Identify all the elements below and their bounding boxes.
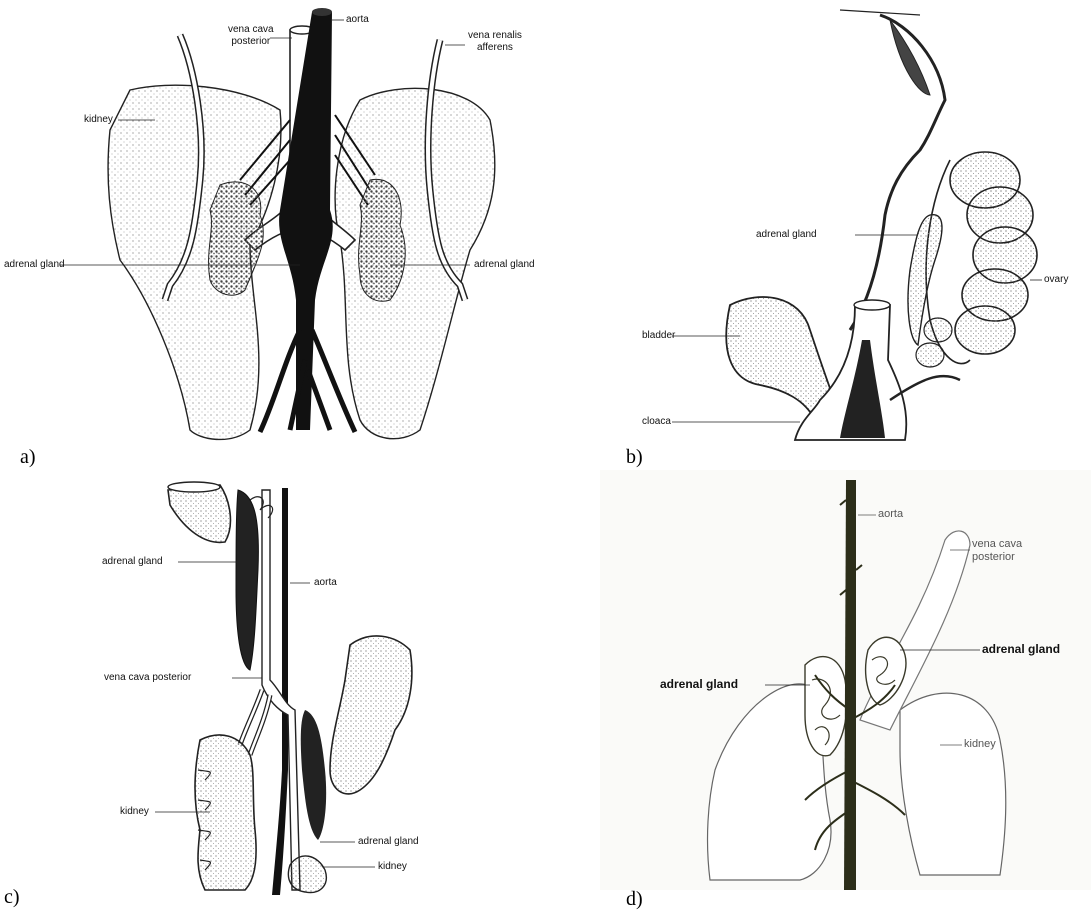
kidney-d-right bbox=[900, 693, 1006, 875]
left-adrenal bbox=[209, 182, 264, 295]
panel-b: adrenal gland ovary bladder cloaca b) bbox=[600, 0, 1091, 470]
label-a-adrenal-right: adrenal gland bbox=[474, 259, 535, 271]
label-c-aorta: aorta bbox=[314, 577, 337, 589]
panel-b-drawing bbox=[600, 0, 1091, 470]
kidney-c-bottom bbox=[288, 856, 326, 893]
panel-d-letter: d) bbox=[626, 888, 643, 911]
label-b-cloaca: cloaca bbox=[642, 416, 671, 428]
label-b-adrenal: adrenal gland bbox=[756, 229, 817, 241]
label-d-vena-cava: vena cava posterior bbox=[972, 538, 1022, 564]
panel-c-letter: c) bbox=[4, 886, 20, 909]
top-organ bbox=[168, 485, 230, 542]
label-c-adrenal-top: adrenal gland bbox=[102, 556, 163, 568]
label-d-adrenal-right: adrenal gland bbox=[982, 642, 1060, 656]
label-a-vena-cava: vena cava posterior bbox=[228, 24, 274, 48]
label-d-adrenal-left: adrenal gland bbox=[660, 677, 738, 691]
panel-c-drawing bbox=[0, 470, 560, 913]
label-c-kidney-bottom: kidney bbox=[378, 861, 407, 873]
label-a-adrenal-left: adrenal gland bbox=[4, 259, 65, 271]
label-d-kidney: kidney bbox=[964, 738, 996, 751]
label-b-bladder: bladder bbox=[642, 330, 675, 342]
panel-a-drawing bbox=[0, 0, 560, 470]
panel-d: aorta vena cava posterior adrenal gland … bbox=[600, 470, 1091, 913]
aorta-d bbox=[844, 480, 856, 890]
right-adrenal bbox=[359, 179, 406, 301]
adrenal-c-top bbox=[236, 490, 258, 670]
label-a-kidney: kidney bbox=[84, 114, 113, 126]
label-a-vena-renalis: vena renalis afferens bbox=[468, 30, 522, 54]
panel-b-letter: b) bbox=[626, 446, 643, 469]
panel-a: aorta vena cava posterior vena renalis a… bbox=[0, 0, 560, 470]
panel-a-letter: a) bbox=[20, 446, 36, 469]
label-b-ovary: ovary bbox=[1044, 274, 1068, 286]
label-d-aorta: aorta bbox=[878, 508, 903, 521]
label-a-aorta: aorta bbox=[346, 14, 369, 26]
oviduct bbox=[850, 15, 945, 330]
label-c-kidney-left: kidney bbox=[120, 806, 149, 818]
panel-d-drawing bbox=[600, 470, 1091, 913]
kidney-c-left bbox=[195, 735, 256, 890]
label-c-adrenal-bottom: adrenal gland bbox=[358, 836, 419, 848]
panel-c: adrenal gland aorta vena cava posterior … bbox=[0, 470, 560, 913]
kidney-c-right bbox=[330, 636, 412, 794]
adrenal-c-bottom bbox=[301, 710, 326, 840]
label-c-vena-cava: vena cava posterior bbox=[104, 672, 191, 684]
